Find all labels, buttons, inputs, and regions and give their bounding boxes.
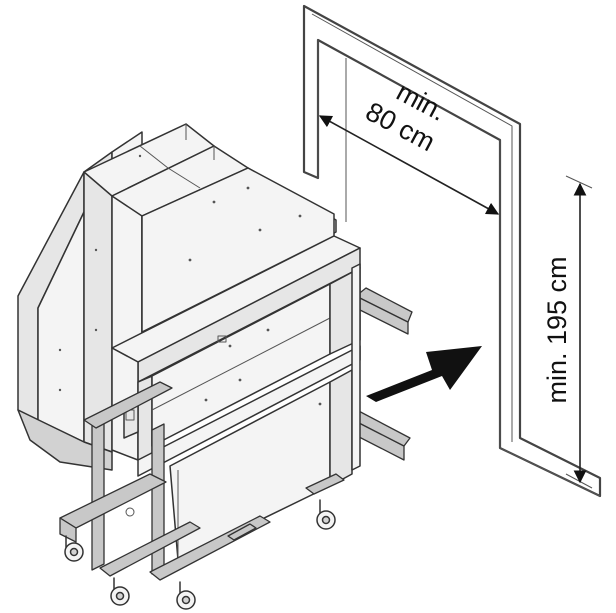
rivet-details — [58, 154, 322, 406]
width-dimension: min. 80 cm — [317, 76, 501, 232]
arrow-right-icon — [366, 346, 482, 402]
machine-unit — [17, 123, 413, 610]
height-dimension: min. 195 cm — [542, 175, 593, 489]
transport-cart — [59, 381, 345, 610]
door-frame — [302, 4, 602, 498]
wheels — [64, 499, 336, 610]
height-label: min. 195 cm — [542, 256, 572, 403]
